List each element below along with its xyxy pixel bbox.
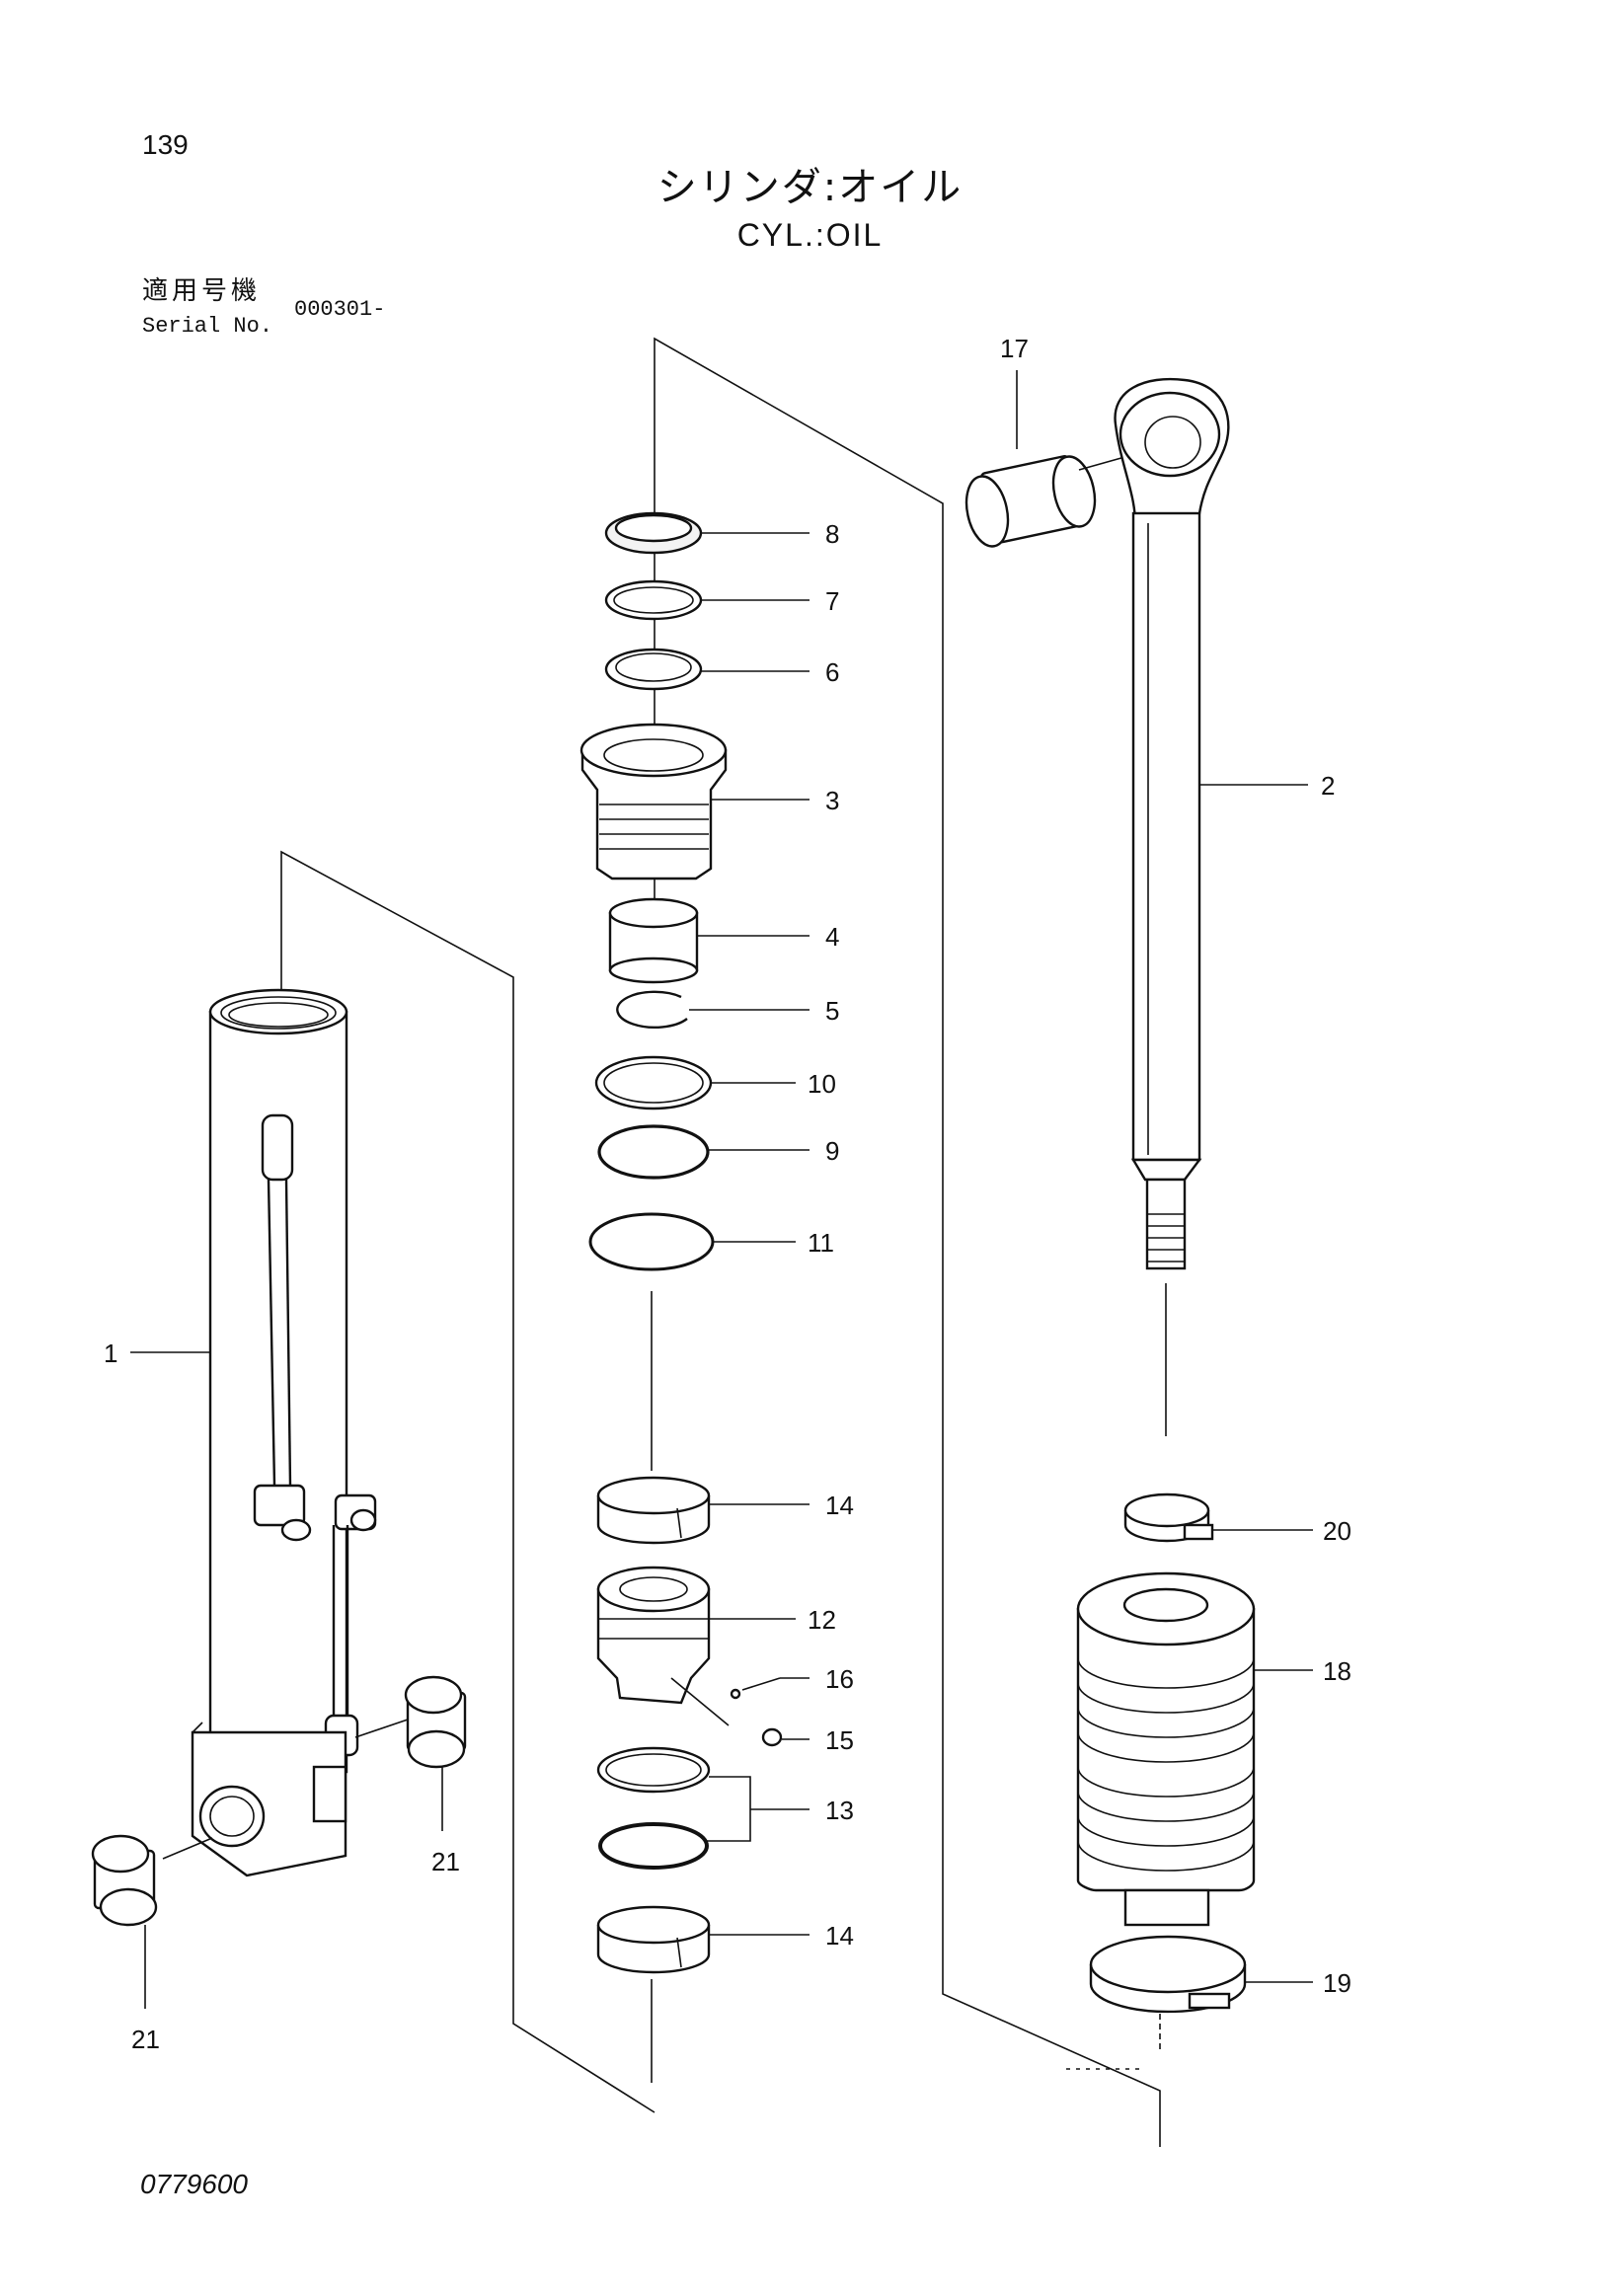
assembly-boundary-lines (280, 337, 1161, 2147)
callout-13: 13 (825, 1796, 854, 1825)
callout-18: 18 (1323, 1656, 1351, 1686)
callout-21: 21 (131, 2025, 160, 2054)
callout-4: 4 (825, 922, 839, 952)
title-english: CYL.:OIL (736, 217, 884, 253)
serial-label-japanese: 適用号機 (142, 276, 262, 306)
bushing-part-17 (964, 370, 1154, 548)
snap-ring-part-5 (616, 990, 810, 1030)
steel-ball-part-16 (730, 1677, 810, 1700)
callout-15: 15 (825, 1725, 854, 1755)
bellows-boot-part-18 (1076, 1571, 1313, 1927)
cylinder-tube-part-1 (130, 988, 377, 1877)
callout-3: 3 (825, 786, 839, 815)
wear-ring-part-14 (596, 1905, 810, 2083)
band-clamp-part-20 (1123, 1492, 1313, 1543)
seal-kit-part-13 (596, 1746, 810, 1870)
seal-ring-part-8 (604, 511, 810, 555)
bushing-part-21 (91, 1675, 467, 2009)
callout-16: 16 (825, 1664, 854, 1694)
backup-ring-part-10 (594, 1055, 796, 1110)
callout-8: 8 (825, 519, 839, 549)
page-number: 139 (142, 129, 189, 160)
wear-ring-part-14 (596, 1476, 810, 1545)
title-japanese: シリンダ:オイル (656, 165, 964, 210)
serial-label-english: Serial No. (142, 314, 273, 339)
backup-ring-part-7 (604, 579, 810, 621)
cylinder-head-part-3 (579, 723, 810, 880)
seal-part-6 (604, 648, 810, 691)
band-clamp-part-19 (1089, 1935, 1313, 2014)
callout-6: 6 (825, 657, 839, 687)
callout-9: 9 (825, 1136, 839, 1166)
callout-5: 5 (825, 996, 839, 1026)
serial-number-value: 000301- (294, 297, 386, 322)
callout-1: 1 (104, 1339, 117, 1368)
callout-17: 17 (1000, 334, 1029, 363)
o-ring-part-11 (588, 1212, 796, 1271)
callout-19: 19 (1323, 1968, 1351, 1998)
callout-2: 2 (1321, 771, 1335, 801)
callout-14: 14 (825, 1921, 854, 1951)
callout-14: 14 (825, 1491, 854, 1520)
callout-20: 20 (1323, 1516, 1351, 1546)
document-code: 0779600 (140, 2169, 249, 2199)
piston-rod-part-2 (1114, 377, 1308, 1436)
callout-12: 12 (808, 1605, 836, 1635)
callout-10: 10 (808, 1069, 836, 1099)
bushing-part-4 (608, 897, 810, 984)
callout-21: 21 (431, 1847, 460, 1876)
callout-11: 11 (808, 1228, 834, 1258)
set-screw-part-15 (761, 1727, 810, 1747)
callout-7: 7 (825, 586, 839, 616)
o-ring-part-9 (597, 1124, 810, 1180)
piston-part-12 (596, 1566, 796, 1726)
